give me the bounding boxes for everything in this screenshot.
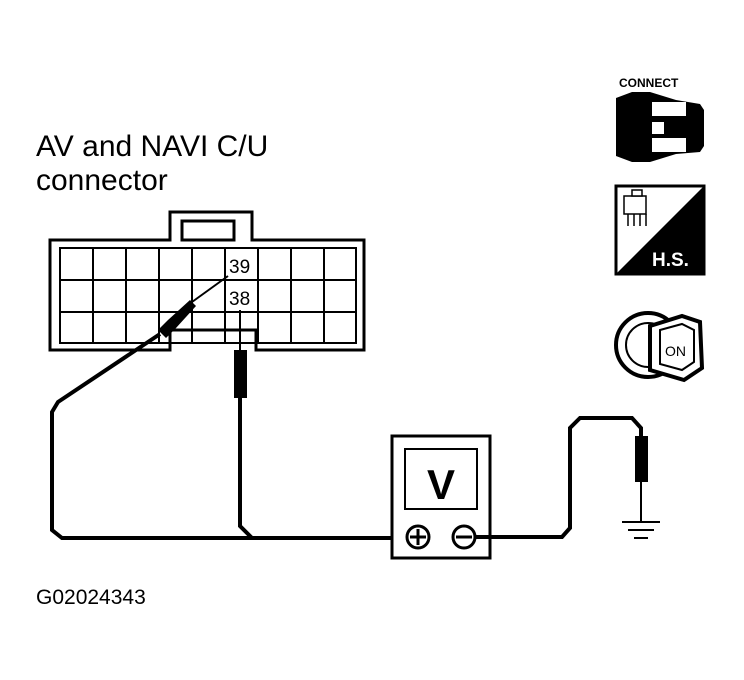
ignition-key-icon: ON bbox=[614, 311, 705, 383]
pin-38-cell bbox=[226, 286, 256, 310]
harness-side-label: H.S. bbox=[652, 250, 689, 271]
ignition-on-label: ON bbox=[665, 343, 686, 359]
pin-38-label: 38 bbox=[229, 289, 250, 310]
av-navi-connector bbox=[48, 210, 366, 352]
connect-label: CONNECT bbox=[619, 76, 679, 90]
pin-39-label: 39 bbox=[229, 257, 250, 278]
harness-side-icon: H.S. bbox=[614, 184, 706, 276]
connector-connect-icon bbox=[616, 92, 704, 162]
probe-lead-38 bbox=[234, 310, 254, 540]
voltmeter-symbol: V bbox=[427, 461, 455, 508]
probe-lead-39 bbox=[50, 275, 392, 540]
connector-title-line2: connector bbox=[36, 164, 168, 197]
voltmeter: V bbox=[390, 434, 492, 560]
pin-39-cell bbox=[226, 254, 256, 278]
negative-terminal bbox=[451, 524, 477, 550]
positive-terminal bbox=[405, 524, 431, 550]
connector-title-line1: AV and NAVI C/U bbox=[36, 130, 268, 163]
ground-lead bbox=[476, 416, 648, 539]
figure-code: G02024343 bbox=[36, 586, 146, 609]
ground-icon bbox=[622, 521, 660, 539]
